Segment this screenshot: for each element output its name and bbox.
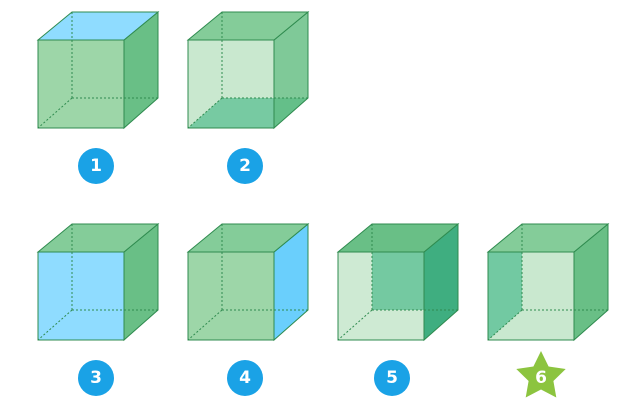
cube-2-hidden-edges bbox=[187, 12, 308, 129]
badge-label-6: 6 bbox=[535, 368, 547, 388]
badge-label-5: 5 bbox=[386, 368, 398, 388]
badge-label-2: 2 bbox=[239, 156, 251, 176]
cube-6-hidden-edges bbox=[487, 224, 608, 341]
cube-4-front-face bbox=[187, 251, 275, 341]
badge-label-3: 3 bbox=[90, 368, 102, 388]
cube-5: 5 bbox=[336, 222, 460, 396]
badge-label-4: 4 bbox=[239, 368, 251, 388]
badge-circle-4 bbox=[227, 360, 263, 396]
cube-2-front-face bbox=[187, 39, 275, 129]
cube-5-hidden-edges bbox=[337, 224, 458, 341]
badge-star-icon bbox=[516, 351, 566, 398]
cube-1-front-face bbox=[37, 39, 125, 129]
cube-2: 2 bbox=[186, 10, 310, 184]
badge-circle-5 bbox=[374, 360, 410, 396]
badge-circle-2 bbox=[227, 148, 263, 184]
cube-1: 1 bbox=[36, 10, 160, 184]
cube-3: 3 bbox=[36, 222, 160, 396]
cube-3-hidden-edges bbox=[37, 224, 158, 341]
badge-label-1: 1 bbox=[90, 156, 102, 176]
cube-6-front-face bbox=[487, 251, 575, 341]
cube-3-front-face bbox=[37, 251, 125, 341]
badge-circle-1 bbox=[78, 148, 114, 184]
badge-circle-3 bbox=[78, 360, 114, 396]
cube-6: 6 bbox=[486, 222, 610, 398]
cube-5-front-face bbox=[337, 251, 425, 341]
cube-4: 4 bbox=[186, 222, 310, 396]
cube-4-hidden-edges bbox=[187, 224, 308, 341]
cube-1-hidden-edges bbox=[37, 12, 158, 129]
